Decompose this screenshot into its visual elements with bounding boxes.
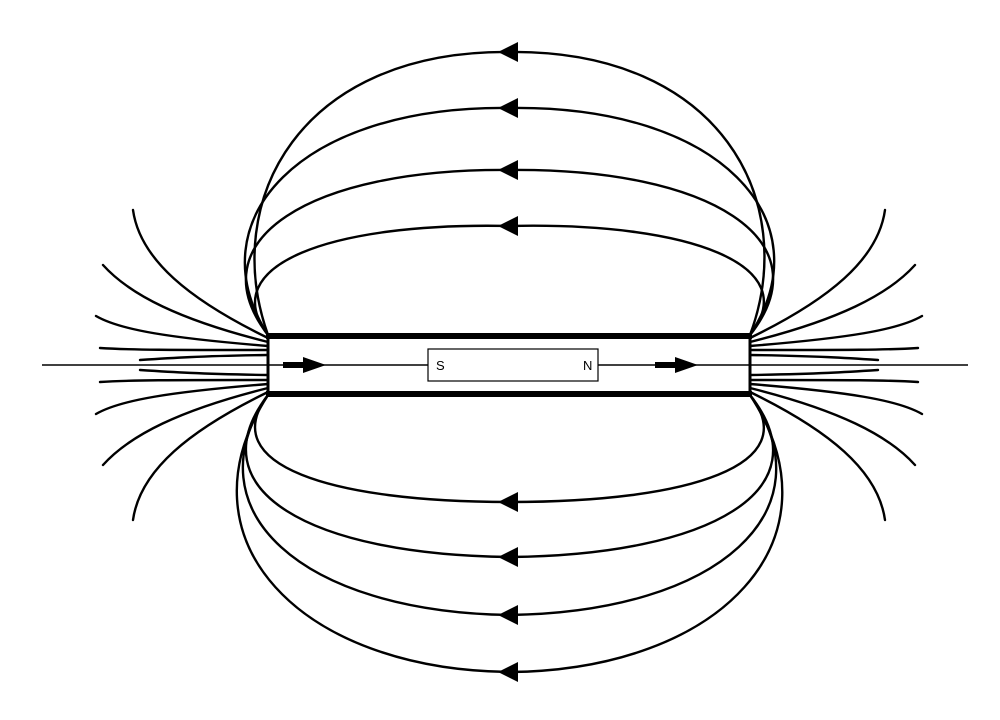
fan-left-line bbox=[94, 382, 270, 416]
arrow-left-icon bbox=[498, 160, 518, 180]
arrow-left-icon bbox=[498, 98, 518, 118]
arrow-left-icon bbox=[498, 216, 518, 236]
magnet-body bbox=[266, 333, 752, 397]
arrow-right-shaft bbox=[655, 362, 677, 368]
fan-right-line bbox=[748, 263, 917, 344]
fan-right-line bbox=[748, 208, 887, 340]
field-loop-bottom-2 bbox=[244, 393, 775, 559]
arrow-right-shaft bbox=[283, 362, 305, 368]
arrow-left-icon bbox=[498, 605, 518, 625]
fan-left-line bbox=[131, 390, 270, 522]
bar-magnet-box bbox=[427, 348, 599, 382]
north-pole-label: N bbox=[583, 358, 592, 373]
fan-left-line bbox=[138, 368, 270, 377]
field-loop-top-4 bbox=[253, 224, 765, 337]
fan-left-line bbox=[101, 263, 270, 344]
field-loop-bottom-4 bbox=[235, 393, 784, 674]
loop-arrows bbox=[498, 42, 518, 682]
fan-right-line bbox=[748, 368, 880, 377]
fan-right-line bbox=[748, 386, 917, 467]
south-pole-label: S bbox=[436, 358, 445, 373]
fan-left-line bbox=[98, 378, 270, 384]
arrow-left-icon bbox=[498, 547, 518, 567]
field-fan-left bbox=[94, 208, 270, 522]
arrow-left-icon bbox=[498, 662, 518, 682]
fan-right-line bbox=[748, 314, 924, 348]
field-loops-top bbox=[243, 50, 776, 337]
arrow-left-icon bbox=[498, 492, 518, 512]
fan-left-line bbox=[94, 314, 270, 348]
inner-arrows bbox=[283, 357, 698, 373]
field-loops-bottom bbox=[235, 393, 784, 674]
fan-right-line bbox=[748, 353, 880, 362]
fan-left-line bbox=[131, 208, 270, 340]
fan-left-line bbox=[101, 386, 270, 467]
arrow-right-icon bbox=[303, 357, 326, 373]
field-loop-top-3 bbox=[244, 168, 775, 337]
field-fan-right bbox=[748, 208, 924, 522]
fan-right-line bbox=[748, 382, 924, 416]
fan-right-line bbox=[748, 390, 887, 522]
bar-magnet: S N bbox=[427, 348, 599, 382]
fan-left-line bbox=[138, 353, 270, 362]
field-loop-bottom-1 bbox=[253, 393, 765, 504]
arrow-right-icon bbox=[675, 357, 698, 373]
fan-right-line bbox=[748, 378, 920, 384]
arrow-left-icon bbox=[498, 42, 518, 62]
fan-left-line bbox=[98, 346, 270, 352]
fan-right-line bbox=[748, 346, 920, 352]
